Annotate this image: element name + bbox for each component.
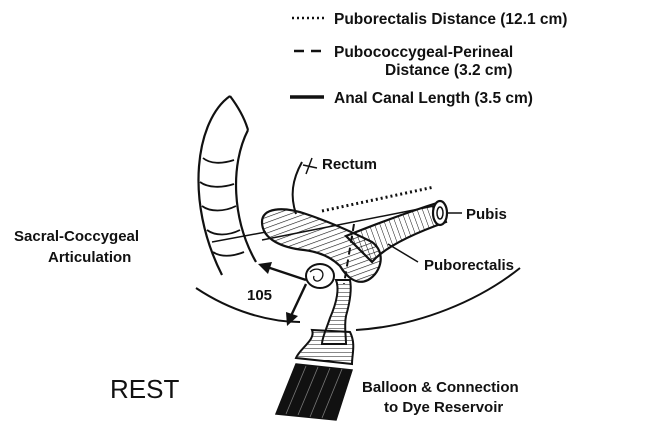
label-balloon-line2: to Dye Reservoir bbox=[384, 399, 503, 416]
angle-arrowhead-upper bbox=[258, 262, 272, 274]
angle-arrowhead-lower bbox=[286, 312, 298, 326]
puborectalis-distance-line bbox=[322, 187, 434, 211]
coccyx-knot bbox=[306, 264, 334, 288]
label-angle-105: 105 bbox=[247, 287, 272, 304]
anal-canal-flare bbox=[296, 330, 353, 364]
legend: Puborectalis Distance (12.1 cm) Pubococc… bbox=[290, 11, 567, 107]
balloon bbox=[276, 364, 352, 420]
legend-pubococcygeal-distance-line1: Pubococcygeal-Perineal bbox=[334, 44, 513, 61]
legend-anal-canal-length: Anal Canal Length (3.5 cm) bbox=[334, 90, 533, 107]
label-rest: REST bbox=[110, 374, 179, 404]
sacral-leader bbox=[212, 232, 266, 242]
perineum-right-curve bbox=[356, 268, 520, 330]
puborectalis-leader bbox=[388, 244, 418, 262]
angle-arrow-lower bbox=[290, 284, 306, 318]
legend-puborectalis-distance: Puborectalis Distance (12.1 cm) bbox=[334, 11, 567, 28]
label-articulation: Articulation bbox=[48, 249, 131, 266]
label-sacral-coccygeal: Sacral-Coccygeal bbox=[14, 228, 139, 245]
angle-arrow-upper bbox=[264, 266, 306, 280]
label-puborectalis: Puborectalis bbox=[424, 257, 514, 274]
sacrum-top-edge bbox=[230, 96, 248, 130]
rectum-wall-curve bbox=[293, 162, 302, 214]
label-rectum: Rectum bbox=[322, 156, 377, 173]
label-balloon-line1: Balloon & Connection bbox=[362, 379, 519, 396]
sacrum-inner-curve bbox=[236, 130, 256, 262]
label-pubis: Pubis bbox=[466, 206, 507, 223]
pubis-bone bbox=[433, 201, 447, 225]
sacrum bbox=[198, 96, 256, 275]
legend-pubococcygeal-distance-line2: Distance (3.2 cm) bbox=[385, 62, 513, 79]
anal-canal bbox=[296, 280, 353, 364]
labels: Rectum Pubis Sacral-Coccygeal Articulati… bbox=[14, 156, 519, 416]
